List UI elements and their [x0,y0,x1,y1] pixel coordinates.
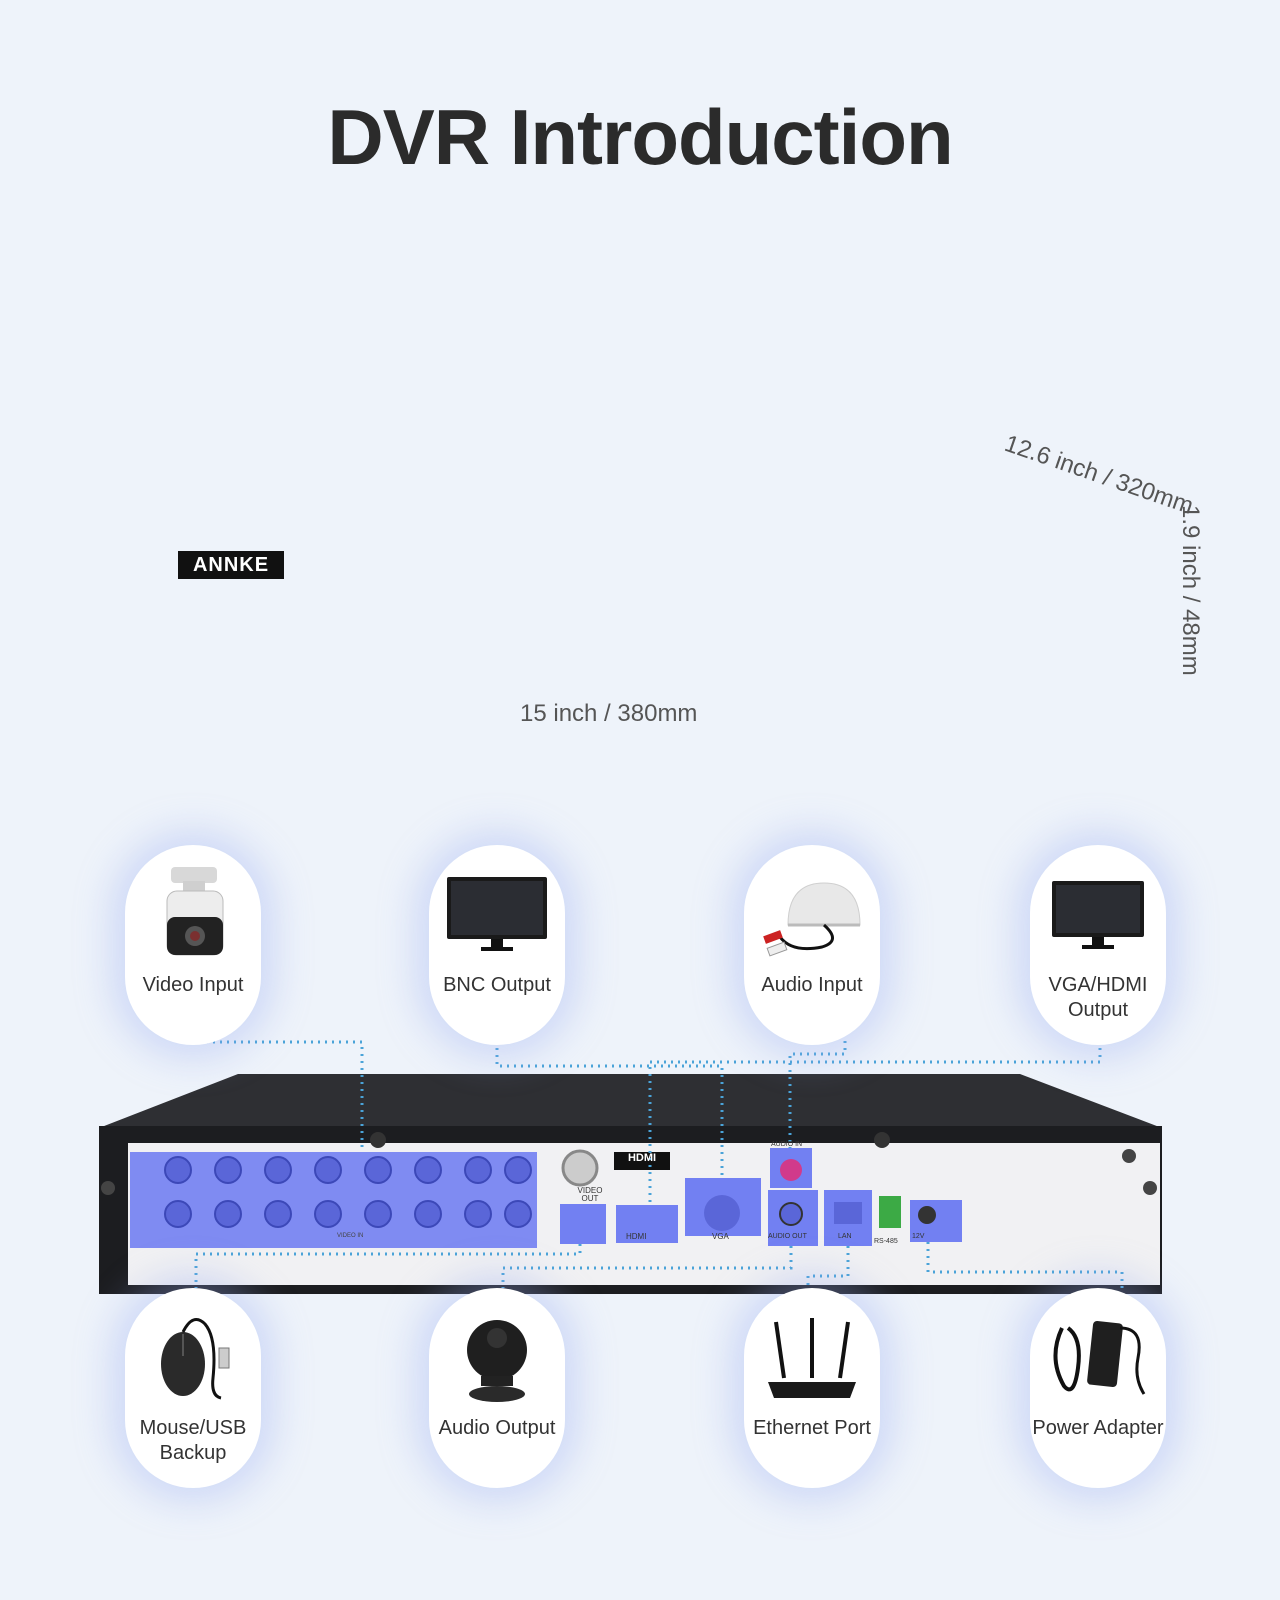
audio-input-bubble: Audio Input [744,845,880,1045]
height-dimension-label: 1.9 inch / 48mm [1177,505,1204,676]
annke-logo: ANNKE [178,551,284,579]
speaker-icon [467,1320,527,1402]
ethernet-port-bubble: Ethernet Port [744,1288,880,1488]
audio-input-label: Audio Input [761,974,863,996]
mouse-usb-backup-bubble: Mouse/USB Backup [125,1288,261,1488]
rs485-label: RS-485 [874,1238,898,1245]
lan-label: LAN [838,1233,852,1240]
audio-output-label: Audio Output [438,1417,556,1439]
width-dimension-label: 15 inch / 380mm [520,700,698,727]
video-input-bubble: Video Input [125,845,261,1045]
dvr-rear-view [99,1040,1162,1294]
power-port-label: 12V [912,1233,925,1240]
page-title: DVR Introduction [327,93,953,181]
monitor-icon [447,877,547,951]
vga-hdmi-output-label: VGA/HDMI Output [1048,974,1148,1021]
bnc-output-bubble: BNC Output [429,845,565,1045]
mouse-usb-backup-label: Mouse/USB Backup [139,1417,247,1464]
monitor-icon [1052,881,1144,949]
hdmi-label: HDMI [626,1232,647,1241]
video-input-label: Video Input [142,974,244,996]
audio-output-bubble: Audio Output [429,1288,565,1488]
vga-label: VGA [712,1232,729,1241]
video-out-label: VIDEO OUT [577,1186,603,1203]
video-in-label: VIDEO IN [337,1233,364,1239]
bullet-camera-icon [166,867,224,956]
router-icon [768,1318,856,1398]
power-adapter-bubble: Power Adapter [1030,1288,1166,1488]
vga-hdmi-output-bubble: VGA/HDMI Output [1030,845,1166,1045]
microphone-icon [763,882,861,957]
power-adapter-icon [1053,1321,1146,1395]
audio-in-label: AUDIO IN [771,1141,803,1148]
power-adapter-label: Power Adapter [1032,1417,1164,1439]
ethernet-port-label: Ethernet Port [753,1417,871,1439]
audio-out-label: AUDIO OUT [768,1233,807,1240]
mouse-icon [161,1318,230,1400]
hdmi-badge: HDMI [627,1152,657,1164]
bnc-output-label: BNC Output [443,974,551,996]
